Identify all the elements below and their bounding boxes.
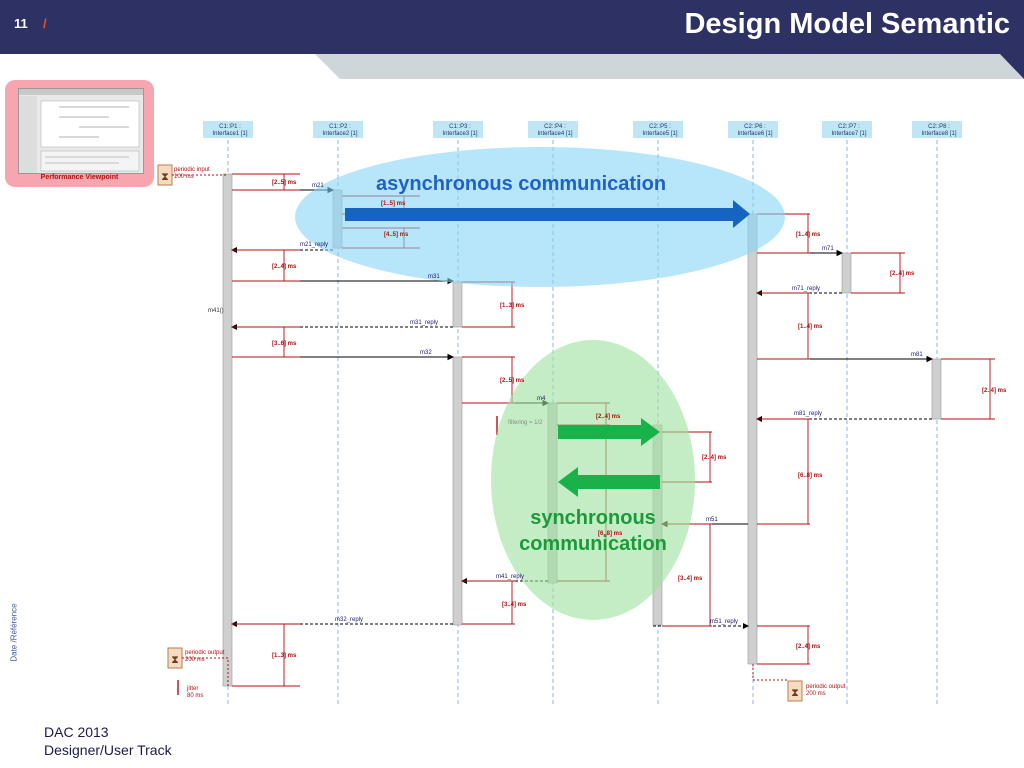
message-label: m21 (312, 183, 324, 189)
duration-label: [3..6] ms (272, 341, 297, 347)
periodic-input-period: 100 ms (174, 174, 194, 180)
lifeline-name: C1::P3 : (449, 124, 471, 130)
lifeline-box[interactable] (313, 121, 363, 138)
lifeline-interface: Interface7 [1] (831, 131, 866, 137)
duration-label: [2..4] ms (982, 388, 1007, 394)
message-label: m71_reply (792, 286, 820, 292)
duration-label: [4..5] ms (384, 232, 409, 238)
lifeline-interface: Interface8 [1] (921, 131, 956, 137)
duration-label: [2..5] ms (272, 180, 297, 186)
lifeline-interface: Interface1 [1] (212, 131, 247, 137)
lifeline-name: C2::P5 : (649, 124, 671, 130)
lifeline-box[interactable] (528, 121, 578, 138)
async-arrow (345, 208, 735, 221)
performance-viewpoint-thumbnail[interactable]: Performance Viewpoint (5, 80, 154, 187)
periodic-output-right-label: periodic output (806, 684, 846, 690)
sync-reply-arrow (576, 475, 660, 489)
filtering-label: filtering = 1/2 (508, 420, 543, 426)
message-label: m41_reply (496, 574, 524, 580)
jitter-value: 80 ms (187, 693, 203, 699)
header-bar: 11 / Design Model Semantic (0, 0, 1024, 54)
sync-label-line2: communication (519, 533, 667, 555)
lifeline-name: C2::P6 : (744, 124, 766, 130)
duration-label: [2..4] ms (702, 455, 727, 461)
svg-text:⧗: ⧗ (161, 171, 169, 183)
thumbnail-label: Performance Viewpoint (40, 174, 119, 181)
lifeline-box[interactable] (728, 121, 778, 138)
message-label: m71 (822, 246, 834, 252)
periodic-output-right-icon: ⧗ (787, 680, 803, 702)
svg-text:⧗: ⧗ (171, 654, 179, 666)
lifeline-box[interactable] (203, 121, 253, 138)
lifeline-name: C2::P7 : (838, 124, 860, 130)
message-label: m32 (420, 350, 432, 356)
date-reference: Date /Référence (9, 603, 19, 662)
jitter-label: jitter (186, 686, 198, 692)
header-stripe (315, 54, 1024, 79)
message-label: m21_reply (300, 242, 328, 248)
slide-number: 11 (14, 16, 28, 31)
slide-title: Design Model Semantic (684, 8, 1010, 40)
svg-text:⧗: ⧗ (791, 687, 799, 699)
periodic-output-left-label: periodic output (185, 650, 225, 656)
footer-track: Designer/User Track (44, 742, 172, 758)
lifeline-name: C1::P1 : (219, 124, 241, 130)
duration-label: [2..4] ms (596, 414, 621, 420)
duration-label: [3..4] ms (502, 602, 527, 608)
lifeline-interface: Interface6 [1] (737, 131, 772, 137)
duration-label: [1..3] ms (500, 303, 525, 309)
duration-label: [6..8] ms (598, 531, 623, 537)
lifeline-name: C2::P4 : (544, 124, 566, 130)
lifeline-box[interactable] (912, 121, 962, 138)
duration-label: [1..3] ms (272, 653, 297, 659)
lifeline-box[interactable] (822, 121, 872, 138)
periodic-output-left-period: 200 ms (185, 657, 205, 663)
message-label: m32_reply (335, 617, 363, 623)
lifeline-interface: Interface5 [1] (642, 131, 677, 137)
lifeline-interface: Interface2 [1] (322, 131, 357, 137)
lifeline-interface: Interface3 [1] (442, 131, 477, 137)
thumbnail-screenshot (18, 88, 144, 174)
message-label: m51 (706, 517, 718, 523)
async-label: asynchronous communication (376, 173, 667, 195)
duration-label: [2..5] ms (500, 378, 525, 384)
lifeline-box[interactable] (633, 121, 683, 138)
m41-label: m41() (208, 308, 224, 314)
duration-label: [2..4] ms (890, 271, 915, 277)
lifeline-box[interactable] (433, 121, 483, 138)
lifeline-interface: Interface4 [1] (537, 131, 572, 137)
duration-label: [2..4] ms (272, 264, 297, 270)
slide-separator: / (43, 16, 47, 31)
sync-label-line1: synchronous (530, 507, 656, 529)
sync-label: synchronous communication (500, 505, 686, 557)
message-label: m4 (537, 396, 546, 402)
message-label: m81 (911, 352, 923, 358)
periodic-output-right-period: 200 ms (806, 691, 826, 697)
lifeline-name: C1::P2 : (329, 124, 351, 130)
message-label: m31_reply (410, 320, 438, 326)
duration-label: [1..4] ms (798, 324, 823, 330)
duration-label: [6..8] ms (798, 473, 823, 479)
message-label: m81_reply (794, 411, 822, 417)
sequence-diagram: ⧗ ⧗ ⧗ (157, 140, 995, 705)
sync-request-arrow (558, 425, 643, 439)
diagram-labels: C1::P1 :Interface1 [1] C1::P2 :Interface2… (174, 121, 1007, 699)
lifeline-name: C2::P8 : (928, 124, 950, 130)
duration-label: [3..4] ms (678, 576, 703, 582)
message-label: m31 (428, 274, 440, 280)
periodic-input-label: periodic input (174, 167, 210, 173)
duration-label: [2..4] ms (796, 644, 821, 650)
duration-label: [1..5] ms (381, 201, 406, 207)
message-label: m51_reply (710, 619, 738, 625)
duration-label: [1..4] ms (796, 232, 821, 238)
footer-conference: DAC 2013 (44, 724, 109, 740)
